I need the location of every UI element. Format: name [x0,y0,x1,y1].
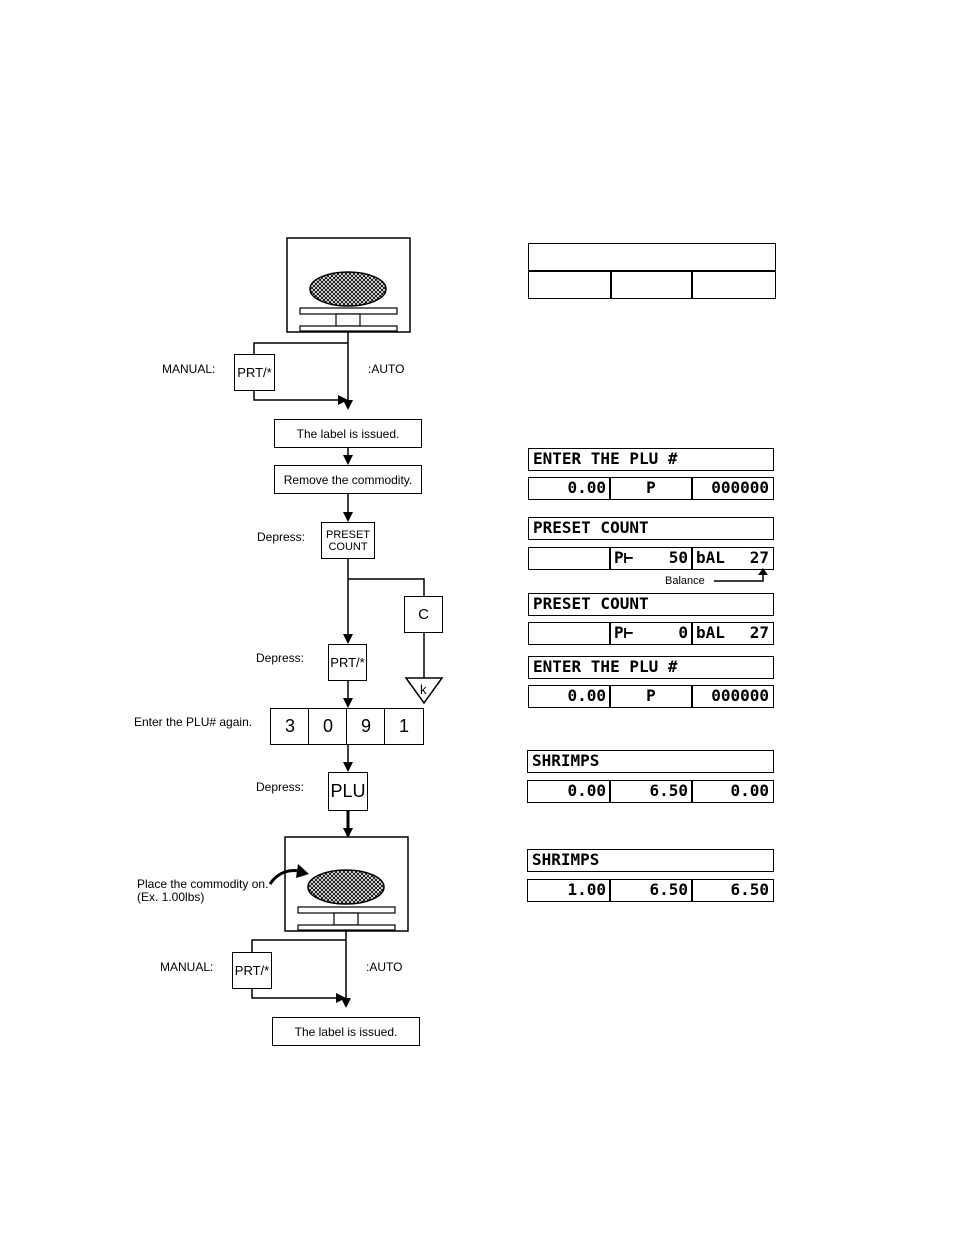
digit-key-button[interactable]: 9 [346,708,386,745]
preset-symbol: P⊢ [614,623,634,642]
display-top-row: ENTER THE PLU # [528,656,774,679]
balance-symbol: bAL [696,623,725,642]
display-weight-cell [528,622,611,645]
depress-label: Depress: [256,780,305,794]
digit-key-button[interactable]: 1 [384,708,424,745]
balance-value: 27 [749,623,769,642]
display-top-row: ENTER THE PLU # [528,448,774,471]
place-commodity-line1: Place the commodity on. [137,877,269,891]
preset-value: 0 [678,623,688,642]
display-weight-cell: 0.00 [527,780,611,803]
manual-label: MANUAL: [162,362,216,376]
manual-label: MANUAL: [160,960,214,974]
k-symbol-label: k [420,682,427,697]
display-weight-cell [528,547,611,570]
label-issued-box: The label is issued. [274,419,422,448]
display-top-row: PRESET COUNT [528,593,774,616]
display-top-row [528,243,776,272]
display-preset-cell: P⊢ 0 [609,622,693,645]
preset-key-line1: PRESET [325,528,370,541]
remove-commodity-box: Remove the commodity. [274,465,422,494]
preset-symbol: P⊢ [614,548,634,567]
display-preset-cell: P⊢ 50 [609,547,693,570]
display-total-cell: 0.00 [691,780,774,803]
display-top-row: SHRIMPS [527,750,774,773]
display-weight-cell: 1.00 [527,879,611,902]
balance-arrow-icon [714,568,768,582]
depress-label: Depress: [256,651,305,665]
preset-value: 50 [668,548,688,567]
prt-key-button[interactable]: PRT/* [232,952,272,989]
k-triangle-symbol [404,677,444,705]
display-price-cell: P [609,477,693,500]
auto-label: :AUTO [366,960,403,974]
display-total-cell: 000000 [691,477,774,500]
prt-key-button[interactable]: PRT/* [328,644,367,681]
display-weight-cell: 0.00 [528,477,611,500]
display-total-cell: 6.50 [691,879,774,902]
digit-key-button[interactable]: 3 [270,708,310,745]
preset-count-key-button[interactable]: PRESET COUNT [321,522,375,559]
display-total-cell: 000000 [691,685,774,708]
display-top-row: SHRIMPS [527,849,774,872]
display-cell [528,270,612,299]
c-key-button[interactable]: C [404,596,443,633]
balance-label: Balance [665,575,705,587]
plu-key-button[interactable]: PLU [328,772,368,811]
display-balance-cell: bAL 27 [691,622,774,645]
depress-label: Depress: [257,530,306,544]
label-issued-box: The label is issued. [272,1017,420,1046]
display-price-cell: P [609,685,693,708]
display-top-row: PRESET COUNT [528,517,774,540]
place-commodity-line2: (Ex. 1.00lbs) [137,890,205,904]
display-price-cell: 6.50 [609,780,693,803]
balance-value: 27 [749,548,769,567]
display-cell [610,270,693,299]
display-price-cell: 6.50 [609,879,693,902]
prt-key-button[interactable]: PRT/* [234,354,275,391]
display-cell [691,270,776,299]
preset-key-line2: COUNT [328,540,368,553]
display-weight-cell: 0.00 [528,685,611,708]
enter-plu-again-label: Enter the PLU# again. [134,715,253,729]
scale-illustration-1 [286,237,411,333]
display-balance-cell: bAL 27 [691,547,774,570]
scale-illustration-2 [284,836,409,932]
digit-key-button[interactable]: 0 [308,708,348,745]
auto-label: :AUTO [368,362,405,376]
balance-symbol: bAL [696,548,725,567]
place-commodity-label: Place the commodity on. (Ex. 1.00lbs) [137,878,268,904]
